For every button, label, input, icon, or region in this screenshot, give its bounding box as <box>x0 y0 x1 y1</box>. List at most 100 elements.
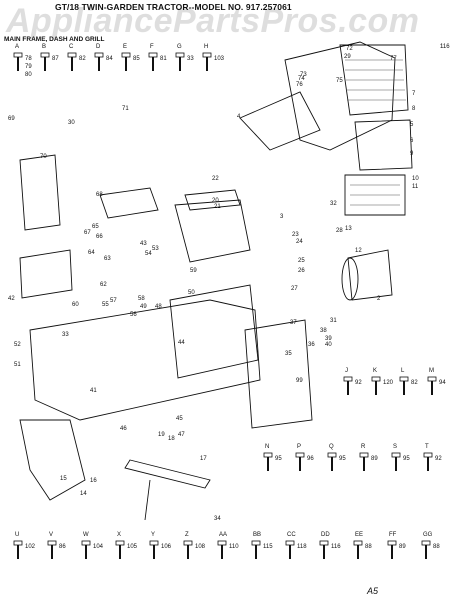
fastener-letter-V: V <box>49 532 53 538</box>
grill-hatch-shape <box>345 59 406 101</box>
fastener-number-Z: 108 <box>195 544 206 550</box>
fastener-Y-head <box>149 540 159 546</box>
fastener-number-F: 81 <box>160 56 167 62</box>
callout-24: 24 <box>296 239 303 245</box>
fastener-number-U: 102 <box>25 544 36 550</box>
callout-9: 9 <box>410 151 414 157</box>
fastener-letter-EE: EE <box>355 532 363 538</box>
dash-panel-shape <box>19 249 73 299</box>
callout-51: 51 <box>14 362 21 368</box>
callout-27: 27 <box>291 286 298 292</box>
callout-7: 7 <box>412 91 416 97</box>
callout-12: 12 <box>355 248 362 254</box>
fastener-number-V: 86 <box>59 544 66 550</box>
muffler-shape <box>347 249 393 301</box>
fastener-letter-S: S <box>393 444 397 450</box>
fastener-number-Q: 95 <box>339 456 346 462</box>
callout-30: 30 <box>68 120 75 126</box>
callout-28: 28 <box>336 228 343 234</box>
callout-71: 71 <box>122 106 129 112</box>
fastener-H-head <box>202 52 212 58</box>
fastener-number-J: 92 <box>355 380 362 386</box>
callout-65: 65 <box>92 224 99 230</box>
fastener-Q-head <box>327 452 337 458</box>
linkage-shape <box>124 459 211 489</box>
screen-shape <box>344 174 406 216</box>
fastener-number-A: 80 <box>25 72 32 78</box>
fastener-number-D: 84 <box>106 56 113 62</box>
fastener-number-DD: 116 <box>331 544 341 550</box>
fastener-DD-head <box>319 540 329 546</box>
callout-50: 50 <box>188 290 195 296</box>
engine-shape <box>174 199 251 263</box>
callout-37: 37 <box>290 320 297 326</box>
callout-10: 10 <box>412 176 419 182</box>
callout-20: 20 <box>212 198 219 204</box>
callout-42: 42 <box>8 296 15 302</box>
callout-44: 44 <box>178 340 185 346</box>
fastener-AA-head <box>217 540 227 546</box>
fastener-R-head <box>359 452 369 458</box>
callout-31: 31 <box>330 318 337 324</box>
grill-shape <box>339 44 409 116</box>
linkage-rod-shape <box>144 479 151 521</box>
callout-38: 38 <box>320 328 327 334</box>
muffler-end-shape <box>341 257 359 301</box>
fastener-F-head <box>148 52 158 58</box>
fastener-number-L: 82 <box>411 380 418 386</box>
fastener-letter-GG: GG <box>423 532 433 538</box>
callout-68: 68 <box>96 192 103 198</box>
callout-8: 8 <box>412 106 416 112</box>
callout-5: 5 <box>410 122 414 128</box>
callout-60: 60 <box>72 302 79 308</box>
fastener-EE-head <box>353 540 363 546</box>
callout-18: 18 <box>168 436 175 442</box>
callout-35: 35 <box>285 351 292 357</box>
fastener-E-head <box>121 52 131 58</box>
fastener-number-H: 103 <box>214 56 225 62</box>
callout-23: 23 <box>292 232 299 238</box>
fastener-S-head <box>391 452 401 458</box>
callout-14: 14 <box>80 491 87 497</box>
fastener-N-head <box>263 452 273 458</box>
fastener-letter-FF: FF <box>389 532 397 538</box>
frame-rear-shape <box>169 284 259 379</box>
dash-bracket-shape <box>354 119 413 171</box>
callout-43: 43 <box>140 241 147 247</box>
fastener-FF-head <box>387 540 397 546</box>
fastener-number-K: 120 <box>383 380 394 386</box>
fastener-CC-head <box>285 540 295 546</box>
fastener-letter-N: N <box>265 444 269 450</box>
callout-11: 11 <box>412 184 419 190</box>
fastener-letter-U: U <box>15 532 19 538</box>
callout-45: 45 <box>176 416 183 422</box>
callout-29: 29 <box>344 54 351 60</box>
fastener-A-head <box>13 52 23 58</box>
fastener-W-head <box>81 540 91 546</box>
fastener-letter-Y: Y <box>151 532 155 538</box>
fastener-number-W: 104 <box>93 544 104 550</box>
callout-67: 67 <box>84 230 91 236</box>
callout-32: 32 <box>330 201 337 207</box>
fastener-letter-G: G <box>177 44 182 50</box>
callout-54: 54 <box>145 251 152 257</box>
page-code: A5 <box>367 586 379 596</box>
callout-99: 99 <box>296 378 303 384</box>
fastener-number-A: 78 <box>25 56 32 62</box>
callout-69: 69 <box>8 116 15 122</box>
fastener-letter-B: B <box>42 44 46 50</box>
fastener-number-Y: 106 <box>161 544 172 550</box>
diagram-title: GT/18 TWIN-GARDEN TRACTOR--MODEL NO. 917… <box>55 2 292 12</box>
callout-47: 47 <box>178 432 185 438</box>
callout-46: 46 <box>120 426 127 432</box>
callout-74: 74 <box>298 76 305 82</box>
fastener-letter-H: H <box>204 44 208 50</box>
fastener-letter-A: A <box>15 44 19 50</box>
fastener-number-EE: 88 <box>365 544 372 550</box>
rear-plate-shape <box>244 319 313 429</box>
fastener-C-head <box>67 52 77 58</box>
fastener-number-B: 87 <box>52 56 59 62</box>
fastener-letter-F: F <box>150 44 154 50</box>
fastener-letter-C: C <box>69 44 74 50</box>
